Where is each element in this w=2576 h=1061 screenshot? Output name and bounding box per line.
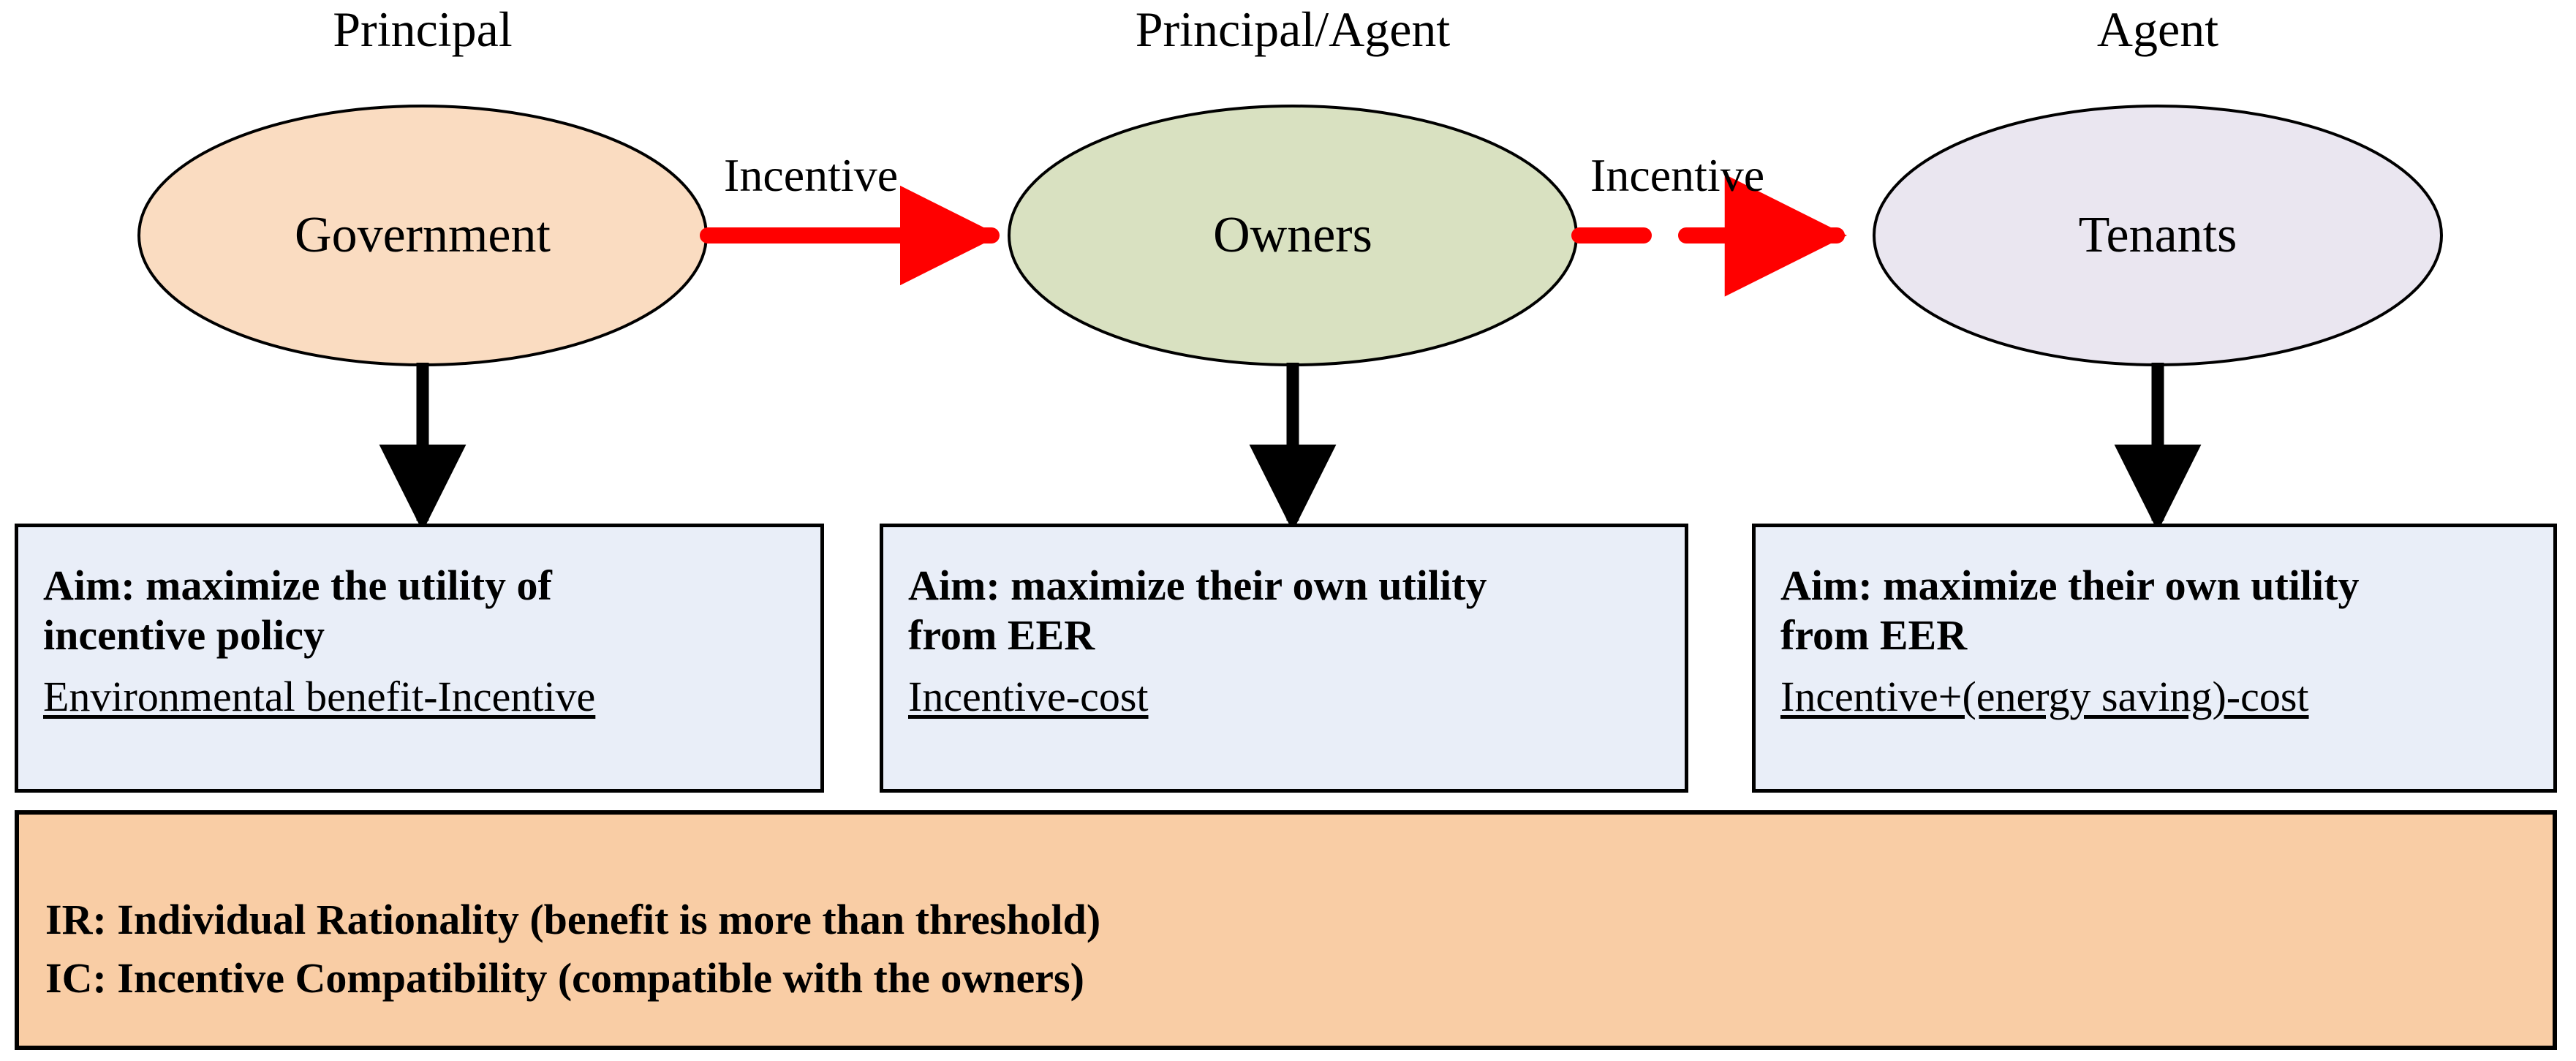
node-government[interactable]: Government xyxy=(139,106,706,365)
role-label-principal-agent: Principal/Agent xyxy=(1135,1,1451,57)
constraints-box-content: IR: Individual Rationality (benefit is m… xyxy=(45,891,1100,1008)
aim-box-tenants-content: Aim: maximize their own utility from EER… xyxy=(1780,561,2536,722)
aim-box-tenants[interactable]: Aim: maximize their own utility from EER… xyxy=(1752,524,2557,793)
edge-label-incentive-2: Incentive xyxy=(1590,149,1765,201)
edge-label-incentive-1: Incentive xyxy=(724,149,899,201)
aim-box-owners[interactable]: Aim: maximize their own utility from EER… xyxy=(880,524,1688,793)
aim-title-tenants-line2: from EER xyxy=(1780,611,1968,660)
aim-formula-tenants: Incentive+(energy saving)-cost xyxy=(1780,672,2309,720)
aim-formula-government: Environmental benefit-Incentive xyxy=(43,672,596,720)
aim-box-government-content: Aim: maximize the utility of incentive p… xyxy=(43,561,803,722)
constraints-box[interactable]: IR: Individual Rationality (benefit is m… xyxy=(15,810,2557,1050)
aim-title-owners-line1: Aim: maximize their own utility xyxy=(908,562,1487,609)
node-label-owners: Owners xyxy=(1213,207,1372,263)
node-owners[interactable]: Owners xyxy=(1009,106,1576,365)
role-label-principal: Principal xyxy=(333,1,513,57)
constraint-line-ir: IR: Individual Rationality (benefit is m… xyxy=(45,896,1101,943)
node-label-government: Government xyxy=(295,207,551,263)
aim-title-government-line1: Aim: maximize the utility of xyxy=(43,562,552,609)
aim-title-tenants-line1: Aim: maximize their own utility xyxy=(1780,562,2360,609)
aim-formula-owners: Incentive-cost xyxy=(908,672,1149,720)
aim-box-owners-content: Aim: maximize their own utility from EER… xyxy=(908,561,1667,722)
node-tenants[interactable]: Tenants xyxy=(1874,106,2441,365)
node-label-tenants: Tenants xyxy=(2078,207,2237,263)
aim-box-government[interactable]: Aim: maximize the utility of incentive p… xyxy=(15,524,824,793)
aim-title-government-line2: incentive policy xyxy=(43,611,325,660)
aim-title-owners-line2: from EER xyxy=(908,611,1095,660)
role-label-agent: Agent xyxy=(2096,1,2219,57)
constraint-line-ic: IC: Incentive Compatibility (compatible … xyxy=(45,954,1084,1003)
